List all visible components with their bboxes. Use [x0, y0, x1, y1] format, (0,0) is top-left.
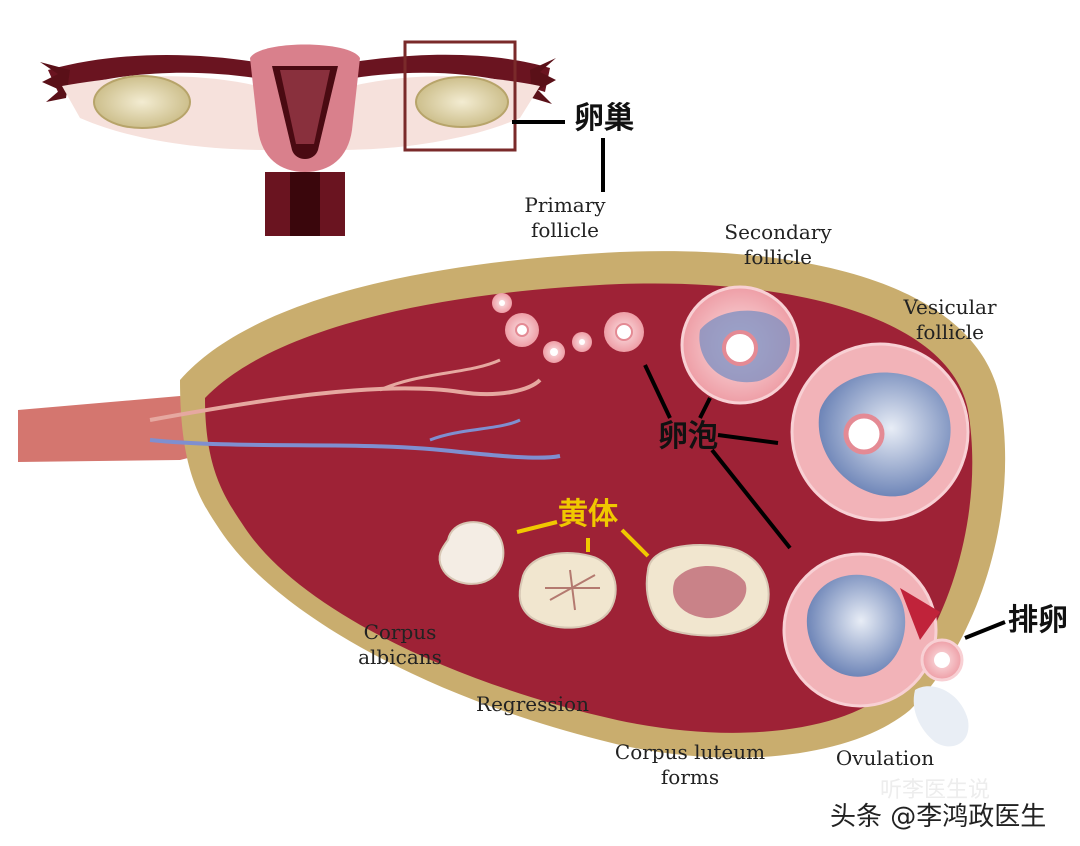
- label-line: follicle: [743, 245, 813, 269]
- right-fallopian-tube: [342, 54, 550, 92]
- leader-lines: [512, 120, 1006, 640]
- ovulation-leader: [964, 620, 1006, 640]
- blood-vessel-red-branch: [379, 358, 501, 392]
- label-ovulation: Ovulation: [830, 746, 940, 771]
- label-line: Vesicular: [903, 295, 997, 319]
- follicle-leader-3: [717, 433, 779, 445]
- primary-follicles: [492, 293, 644, 363]
- corpus-luteum-core: [673, 565, 747, 619]
- label-line: Ovulation: [835, 746, 935, 770]
- label-line: Regression: [476, 692, 589, 716]
- label-line: follicle: [915, 320, 985, 344]
- oocyte: [515, 323, 529, 337]
- label-corpus-luteum-forms: Corpus luteum forms: [610, 740, 770, 790]
- left-fimbriae: [40, 62, 70, 102]
- blood-vessel-blue: [149, 438, 561, 460]
- corpus-albicans-art: [438, 521, 505, 585]
- oocyte: [499, 300, 505, 306]
- ovarian-ligament: [18, 396, 220, 462]
- follicle-leader-2: [698, 397, 712, 419]
- released-oocyte-art: [913, 638, 969, 747]
- luteum-leader-1: [516, 520, 558, 534]
- vesicular-follicle-art: [790, 342, 970, 522]
- label-line: Corpus luteum: [614, 740, 766, 764]
- label-line: Corpus: [363, 620, 437, 644]
- follicular-fluid: [913, 686, 969, 747]
- label-ovary-cn: 卵巢: [574, 101, 634, 136]
- label-line: Secondary: [724, 220, 832, 244]
- watermark-faint: 听李医生说: [880, 778, 991, 803]
- oocyte-core: [934, 652, 950, 668]
- label-corpus-albicans: Corpus albicans: [345, 620, 455, 670]
- ovary-interior: [205, 283, 973, 733]
- antrum: [806, 574, 906, 677]
- oocyte: [615, 323, 633, 341]
- regression-scar: [545, 569, 600, 611]
- right-fimbriae: [530, 58, 556, 104]
- label-line: albicans: [358, 645, 442, 669]
- luteum-leader-3: [620, 528, 650, 558]
- blood-vessel-red: [149, 378, 542, 422]
- right-ovary-small: [415, 76, 509, 128]
- label-corpus-luteum-cn: 黄体: [558, 497, 618, 532]
- uterus-lining: [280, 70, 330, 144]
- label-follicle-cn: 卵泡: [658, 419, 718, 454]
- label-vesicular-follicle: Vesicular follicle: [895, 295, 1005, 345]
- ovary-cross-section: [18, 251, 1006, 758]
- label-regression: Regression: [470, 692, 595, 717]
- label-line: Primary: [524, 193, 606, 217]
- oocyte: [550, 348, 558, 356]
- watermark-credit: 头条 @李鸿政医生: [830, 802, 1047, 832]
- label-secondary-follicle: Secondary follicle: [718, 220, 838, 270]
- blood-vessel-blue-branch: [429, 418, 521, 442]
- ruptured-follicle-art: [782, 552, 940, 708]
- left-ovary-small: [93, 75, 191, 129]
- follicle-leader-1: [643, 364, 672, 419]
- oocyte: [843, 413, 885, 455]
- ovary-highlight-box: [403, 40, 517, 152]
- oocyte: [579, 339, 585, 345]
- rupture-point: [900, 588, 940, 640]
- label-primary-follicle: Primary follicle: [520, 193, 610, 243]
- label-line: follicle: [530, 218, 600, 242]
- oocyte: [722, 330, 758, 366]
- antrum: [818, 372, 951, 497]
- uterus-illustration: [40, 40, 556, 236]
- left-fallopian-tube: [48, 54, 268, 92]
- secondary-follicle-art: [680, 285, 800, 405]
- label-ovulation-cn: 排卵: [1008, 603, 1068, 638]
- label-line: forms: [660, 765, 720, 789]
- vaginal-canal: [290, 172, 320, 236]
- follicle-leader-4: [710, 448, 792, 550]
